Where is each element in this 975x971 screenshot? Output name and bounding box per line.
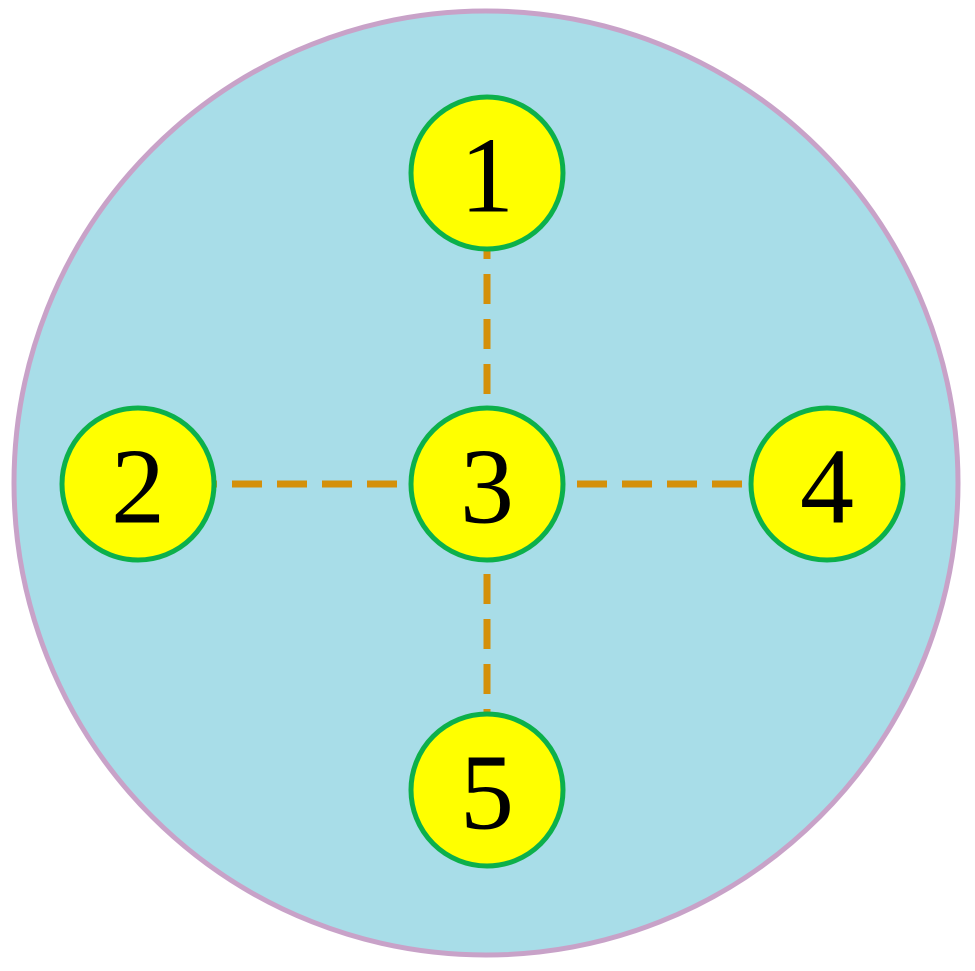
node-2[interactable]: 2 <box>59 405 217 563</box>
node-3[interactable]: 3 <box>408 405 566 563</box>
node-1[interactable]: 1 <box>408 94 566 252</box>
node-circle-3[interactable] <box>408 405 566 563</box>
node-label-2: 2 <box>111 428 165 547</box>
nodes-layer: 1 2 3 4 5 <box>59 94 906 869</box>
node-label-1: 1 <box>460 117 514 236</box>
node-circle-2[interactable] <box>59 405 217 563</box>
node-circle-4[interactable] <box>748 405 906 563</box>
node-label-3: 3 <box>460 428 514 547</box>
node-circle-5[interactable] <box>408 711 566 869</box>
node-5[interactable]: 5 <box>408 711 566 869</box>
node-circle-1[interactable] <box>408 94 566 252</box>
node-4[interactable]: 4 <box>748 405 906 563</box>
node-label-5: 5 <box>460 734 514 853</box>
node-label-4: 4 <box>800 428 854 547</box>
